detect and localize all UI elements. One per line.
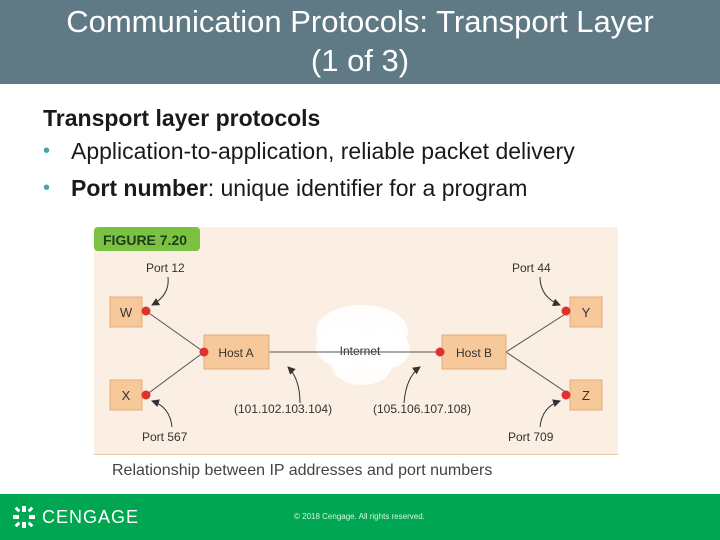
bullet-dot-icon: • <box>43 177 51 199</box>
port-dots <box>141 306 571 400</box>
copyright-text: © 2018 Cengage. All rights reserved. <box>294 512 425 521</box>
figure-label: FIGURE 7.20 <box>103 232 187 248</box>
arrow-icon <box>539 276 561 307</box>
arrow-icon <box>403 366 421 404</box>
ip-host-b: (105.106.107.108) <box>373 402 471 416</box>
bullet-text: : unique identifier for a program <box>207 175 528 201</box>
content-heading: Transport layer protocols <box>43 105 321 131</box>
slide-title: Communication Protocols: Transport Layer… <box>0 0 720 84</box>
node-x-label: X <box>122 388 131 403</box>
host-b-box <box>441 334 507 370</box>
bullet-item: • Port number: unique identifier for a p… <box>43 170 703 207</box>
cengage-logo-icon <box>13 506 35 528</box>
host-b-label: Host B <box>456 346 492 360</box>
arrow-icon <box>539 399 561 428</box>
bullet-bold-term: Port number <box>71 175 208 201</box>
figure-label-badge <box>94 227 200 251</box>
internet-label: Internet <box>340 344 381 358</box>
node-w <box>109 296 143 328</box>
bullet-item: • Application-to-application, reliable p… <box>43 133 703 170</box>
figure-caption-band: Relationship between IP addresses and po… <box>94 454 618 491</box>
host-a-box <box>203 334 270 370</box>
figure-7-20: FIGURE 7.20 Internet W X Y Z Host A Host <box>94 227 618 491</box>
network-diagram: FIGURE 7.20 Internet W X Y Z Host A Host <box>94 227 603 444</box>
node-z-label: Z <box>582 388 590 403</box>
port-709-label: Port 709 <box>508 430 554 444</box>
slide-content: Transport layer protocols • Application-… <box>43 103 703 207</box>
node-y-label: Y <box>582 305 591 320</box>
connection-lines <box>145 310 571 396</box>
port-567-label: Port 567 <box>142 430 188 444</box>
slide-title-line2: (1 of 3) <box>310 43 410 78</box>
internet-cloud-icon <box>316 305 410 385</box>
host-a-label: Host A <box>218 346 253 360</box>
node-w-label: W <box>120 305 133 320</box>
ip-host-a: (101.102.103.104) <box>234 402 332 416</box>
port-44-label: Port 44 <box>512 261 551 275</box>
bullet-dot-icon: • <box>43 140 51 162</box>
brand-name: CENGAGE <box>42 506 140 527</box>
slide-title-line1: Communication Protocols: Transport Layer <box>66 4 654 39</box>
figure-caption: Relationship between IP addresses and po… <box>112 462 493 479</box>
node-x <box>109 379 143 411</box>
port-12-label: Port 12 <box>146 261 185 275</box>
node-z <box>569 379 603 411</box>
arrow-icon <box>151 399 173 428</box>
arrow-icon <box>151 276 169 306</box>
footer-bar: CENGAGE © 2018 Cengage. All rights reser… <box>0 494 720 540</box>
node-y <box>569 296 603 328</box>
cengage-logo: CENGAGE <box>12 504 139 530</box>
bullet-text: Application-to-application, reliable pac… <box>71 138 575 164</box>
arrow-icon <box>287 366 301 404</box>
